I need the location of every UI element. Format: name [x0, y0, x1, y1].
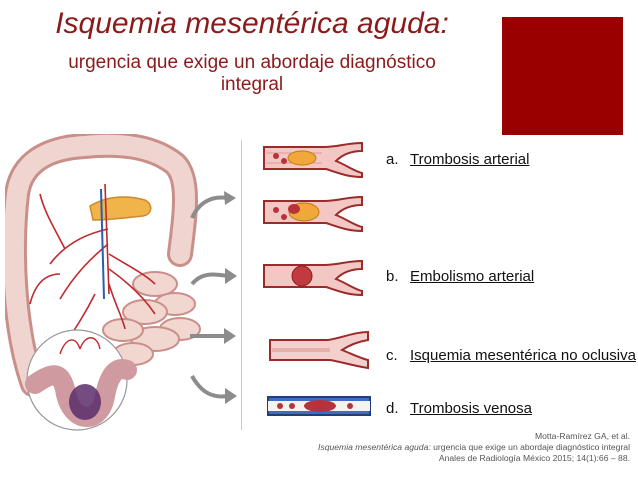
arrow-icon	[190, 374, 237, 404]
label-text: Trombosis venosa	[410, 400, 532, 417]
vessel-thrombosis-1	[263, 141, 363, 179]
label-letter: d.	[386, 400, 399, 417]
slide-subtitle: urgencia que exige un abordaje diagnósti…	[8, 52, 496, 96]
subtitle-line-1: urgencia que exige un abordaje diagnósti…	[68, 52, 436, 73]
vessel-venous-thrombosis	[267, 396, 371, 416]
arrow-icon	[190, 328, 236, 344]
citation-title: Isquemia mesentérica aguda: urgencia que…	[318, 442, 630, 452]
label-trombosis-venosa: d. Trombosis venosa	[386, 400, 532, 418]
vessel-embolism	[263, 259, 363, 297]
citation-authors: Motta-Ramírez GA, et al.	[534, 431, 630, 441]
figure-divider	[241, 140, 242, 430]
vessel-non-occlusive	[269, 330, 369, 370]
label-trombosis-arterial: a. Trombosis arterial	[386, 151, 529, 169]
citation: Motta-Ramírez GA, et al. Isquemia mesent…	[318, 431, 630, 464]
arrow-icon	[190, 268, 237, 286]
label-text: Trombosis arterial	[410, 151, 530, 168]
slide-title: Isquemia mesentérica aguda:	[55, 7, 449, 40]
vessel-thrombosis-2	[263, 195, 363, 233]
label-letter: a.	[386, 151, 399, 168]
subtitle-line-2: integral	[220, 74, 284, 95]
label-embolismo-arterial: b. Embolismo arterial	[386, 268, 534, 286]
label-text: Embolismo arterial	[410, 268, 535, 285]
ischemic-segment	[69, 384, 101, 420]
citation-journal: Anales de Radiología México 2015; 14(1):…	[438, 453, 630, 463]
arrow-icon	[190, 191, 236, 219]
mesenteric-vein	[100, 188, 105, 300]
accent-block	[502, 17, 623, 135]
pancreas	[89, 196, 152, 221]
label-letter: b.	[386, 268, 399, 285]
label-letter: c.	[386, 347, 398, 364]
label-text: Isquemia mesentérica no oclusiva	[410, 347, 636, 364]
label-isquemia-no-oclusiva: c. Isquemia mesentérica no oclusiva	[386, 347, 636, 365]
